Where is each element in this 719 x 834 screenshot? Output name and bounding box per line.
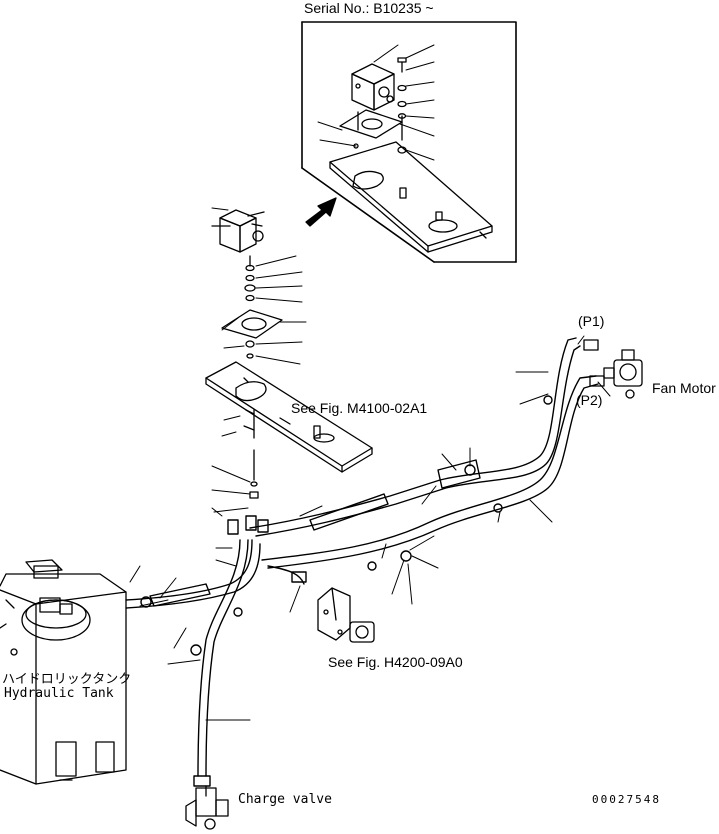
hydraulic-tank [0, 559, 127, 785]
plate-bolts [243, 409, 259, 499]
callout-leaders [129, 335, 611, 721]
referenced-valve [317, 587, 375, 643]
fan-motor [583, 339, 643, 399]
port-p2-label: (P2) [576, 392, 603, 408]
see-fig-h4200-label: See Fig. H4200-09A0 [328, 654, 463, 670]
arrow-to-inset-icon [305, 197, 337, 227]
hydraulic-tank-label: Hydraulic Tank [4, 686, 114, 701]
charge-valve-label: Charge valve [238, 792, 332, 807]
see-fig-m4100-label: See Fig. M4100-02A1 [291, 400, 428, 416]
port-p1-label: (P1) [578, 313, 605, 329]
inset-valve [339, 57, 407, 154]
hydraulic-tank-jp-label: ハイドロリックタンク [2, 671, 132, 686]
solenoid-valve [211, 209, 265, 253]
fan-motor-label: Fan Motor [652, 380, 716, 396]
serial-number-label: Serial No.: B10235 ~ [304, 0, 434, 16]
inset-frame [301, 21, 517, 263]
inset-callouts [317, 44, 435, 161]
charge-valve [185, 785, 229, 830]
valve-stack-callouts [211, 207, 307, 365]
mounting-plate [205, 361, 373, 473]
valve-stack-parts [221, 255, 283, 359]
drawing-number: 00027548 [592, 793, 661, 806]
inset-plate [329, 141, 493, 253]
hoses [125, 337, 599, 787]
plate-callouts [211, 415, 251, 513]
